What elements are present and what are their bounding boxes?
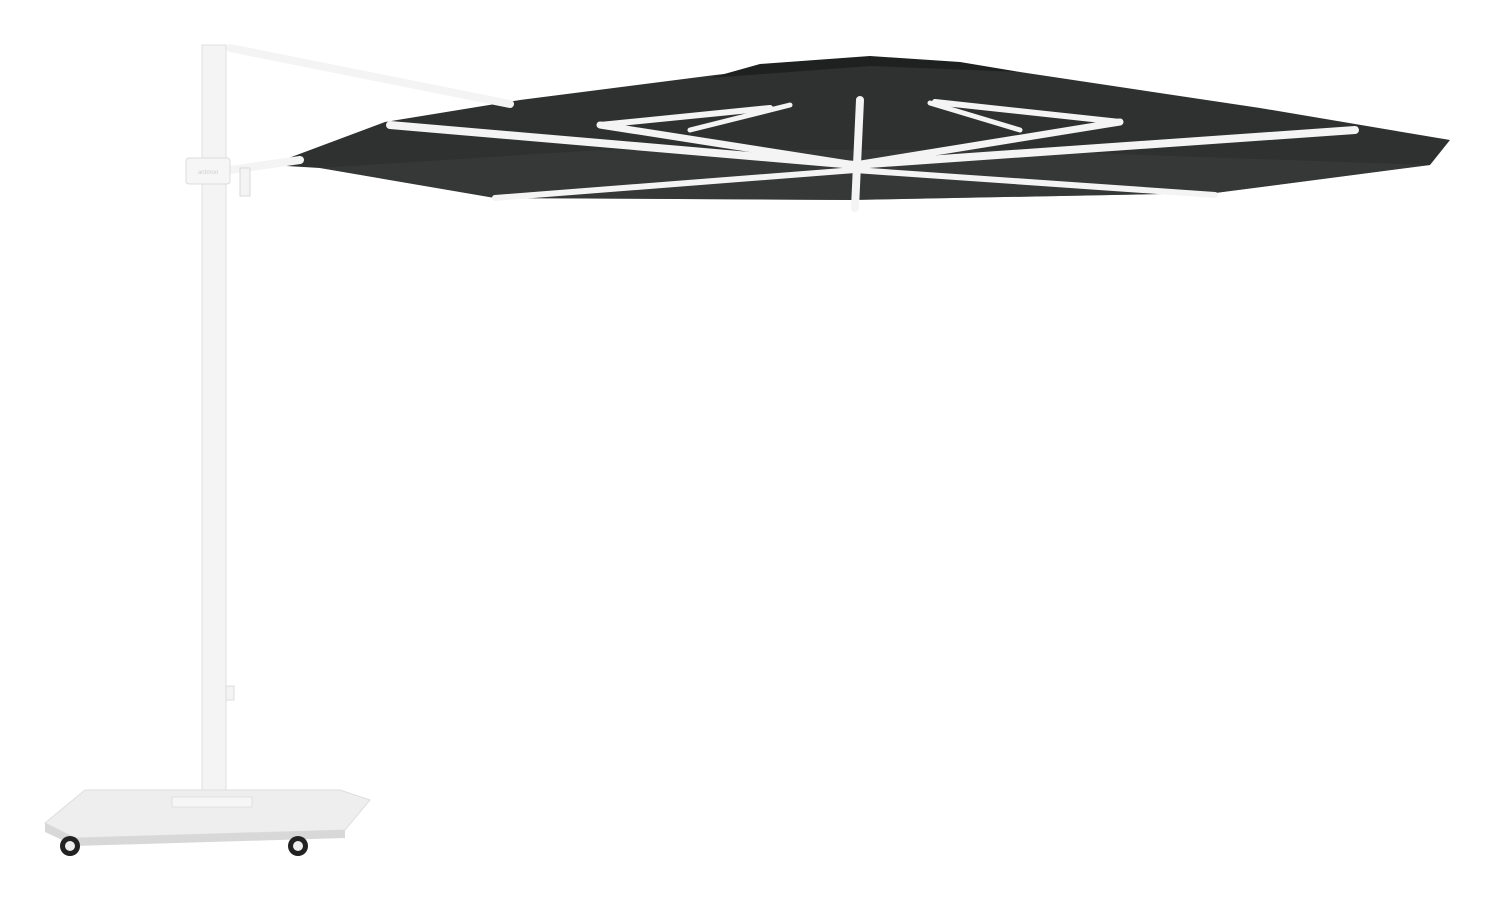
base xyxy=(44,789,371,856)
frame-ribs xyxy=(226,44,1359,212)
brand-logo: ardmoo xyxy=(198,170,219,176)
mast: ardmoo xyxy=(185,44,251,806)
